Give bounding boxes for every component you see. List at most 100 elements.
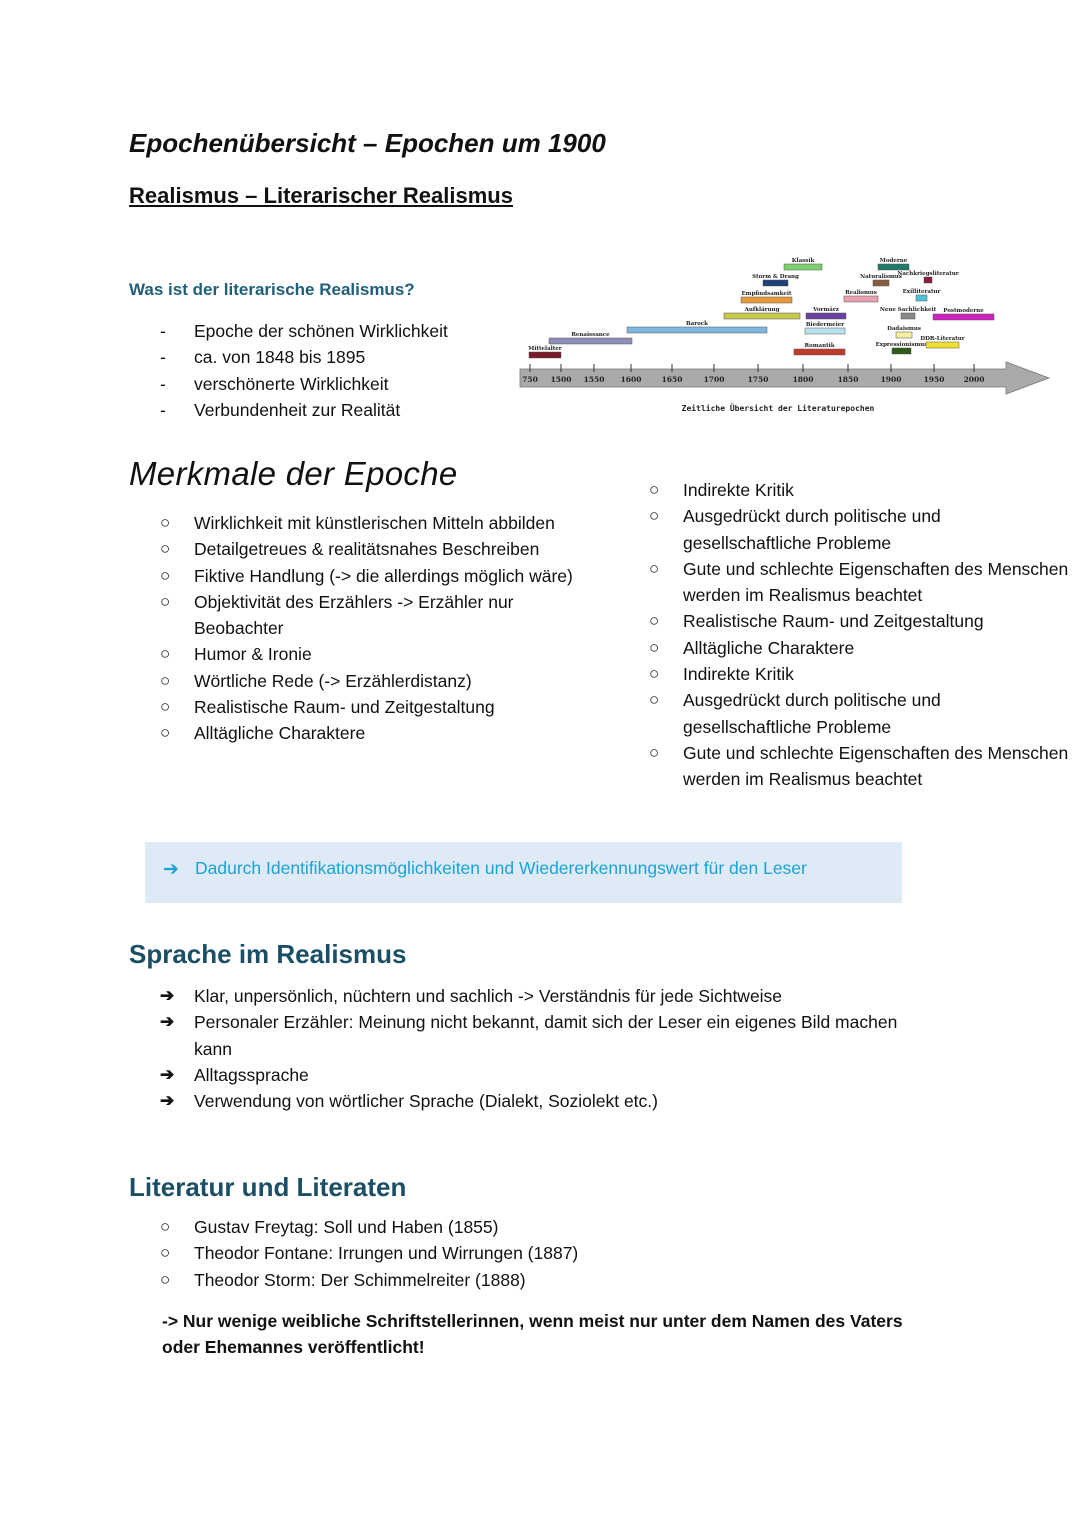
list-item: ○Alltägliche Charaktere: [649, 635, 1074, 661]
timeline-epoch-bar: [843, 295, 879, 303]
arrow-right-icon: ➔: [163, 859, 179, 880]
circle-bullet-icon: ○: [160, 644, 171, 664]
timeline-epoch-bar: [925, 341, 960, 349]
circle-bullet-icon: ○: [160, 670, 171, 690]
circle-bullet-icon: ○: [649, 664, 660, 684]
list-item: ○Gute und schlechte Eigenschaften des Me…: [649, 556, 1074, 609]
timeline-epoch-bar: [548, 337, 633, 345]
list-item: -ca. von 1848 bis 1895: [160, 347, 366, 368]
list-item: ○Wirklichkeit mit künstlerischen Mitteln…: [160, 510, 600, 536]
list-item: ○Ausgedrückt durch politische und gesell…: [649, 503, 1074, 556]
timeline-epoch-label: Exilliteratur: [903, 289, 941, 295]
timeline-tick-label: 1550: [584, 375, 605, 384]
callout-box: ➔ Dadurch Identifikationsmöglichkeiten u…: [145, 842, 902, 903]
literatur-heading: Literatur und Literaten: [129, 1172, 407, 1202]
timeline-epoch-bar: [783, 263, 823, 271]
circle-bullet-icon: ○: [649, 742, 660, 762]
timeline-epoch-bar: [762, 279, 789, 287]
circle-bullet-icon: ○: [649, 637, 660, 657]
timeline-epoch-label: Biedermeier: [806, 322, 844, 328]
list-item: ○Wörtliche Rede (-> Erzählerdistanz): [160, 668, 600, 694]
list-item: ○Realistische Raum- und Zeitgestaltung: [649, 608, 1074, 634]
list-item: ○Objektivität des Erzählers -> Erzähler …: [160, 589, 600, 642]
timeline-tick-label: 1650: [662, 375, 683, 384]
timeline-tick-label: 1700: [704, 375, 725, 384]
circle-bullet-icon: ○: [160, 591, 171, 611]
circle-bullet-icon: ○: [649, 558, 660, 578]
list-item: -Epoche der schönen Wirklichkeit: [160, 321, 448, 341]
circle-bullet-icon: ○: [160, 1243, 171, 1263]
timeline-epoch-bar: [900, 312, 916, 320]
sprache-heading: Sprache im Realismus: [129, 939, 407, 969]
timeline-epoch-label: Realismus: [845, 290, 877, 296]
timeline-epoch-label: Moderne: [880, 258, 908, 264]
timeline-tick-label: 1600: [621, 375, 642, 384]
circle-bullet-icon: ○: [160, 513, 171, 532]
callout-text: Dadurch Identifikationsmöglichkeiten und…: [195, 858, 807, 878]
timeline-tick-label: 1750: [748, 375, 769, 384]
timeline-epoch-bar: [923, 276, 933, 284]
timeline-epoch-label: Romantik: [804, 343, 834, 349]
circle-bullet-icon: ○: [160, 1217, 171, 1236]
timeline-epoch-label: Expressionismus: [876, 342, 928, 348]
circle-bullet-icon: ○: [649, 611, 660, 631]
timeline-epoch-label: Vormärz: [812, 306, 839, 313]
timeline-epoch-bar: [626, 326, 768, 334]
timeline-epoch-label: Neue Sachlichkeit: [880, 307, 937, 313]
list-item: ○Indirekte Kritik: [649, 661, 1074, 687]
circle-bullet-icon: ○: [160, 723, 171, 743]
arrow-right-icon: ➔: [160, 1012, 175, 1032]
timeline-epoch-label: Postmoderne: [943, 308, 984, 314]
epoch-timeline-figure: MittelalterRenaissanceBarockAufklärungEm…: [519, 258, 1051, 413]
timeline-epoch-label: Storm & Drang: [752, 274, 799, 280]
list-item: -verschönerte Wirklichkeit: [160, 373, 389, 394]
circle-bullet-icon: ○: [649, 506, 660, 526]
merkmale-list-right: ○Indirekte Kritik ○Ausgedrückt durch pol…: [649, 477, 1074, 793]
arrow-right-icon: ➔: [160, 986, 175, 1005]
timeline-epoch-bar: [895, 331, 913, 339]
list-item: ➔Personaler Erzähler: Meinung nicht beka…: [160, 1009, 920, 1062]
list-item: ○Ausgedrückt durch politische und gesell…: [649, 687, 1074, 740]
literatur-list: ○Gustav Freytag: Soll und Haben (1855) ○…: [160, 1214, 860, 1293]
circle-bullet-icon: ○: [160, 697, 171, 717]
list-item: ➔Klar, unpersönlich, nüchtern und sachli…: [160, 983, 920, 1009]
list-item: ○Theodor Fontane: Irrungen und Wirrungen…: [160, 1240, 860, 1266]
timeline-tick-label: 1850: [838, 375, 859, 384]
circle-bullet-icon: ○: [160, 1269, 171, 1289]
timeline-epoch-bar: [793, 348, 846, 356]
list-item: ○Gustav Freytag: Soll und Haben (1855): [160, 1214, 860, 1240]
list-item: -Verbundenheit zur Realität: [160, 399, 401, 420]
timeline-epoch-bar: [932, 313, 995, 321]
timeline-epoch-bar: [723, 312, 801, 320]
intro-question: Was ist der literarische Realismus?: [129, 280, 415, 299]
timeline-tick-label: 1950: [924, 375, 945, 384]
timeline-epoch-label: Naturalismus: [860, 274, 902, 280]
list-item: ➔Alltagssprache: [160, 1062, 920, 1088]
timeline-epoch-bar: [877, 263, 910, 271]
list-item: ○Theodor Storm: Der Schimmelreiter (1888…: [160, 1267, 860, 1293]
timeline-tick-label: 2000: [964, 375, 985, 384]
timeline-epoch-label: Mittelalter: [528, 346, 562, 352]
timeline-epoch-label: Klassik: [792, 258, 815, 264]
circle-bullet-icon: ○: [160, 539, 171, 559]
circle-bullet-icon: ○: [160, 565, 171, 585]
timeline-epoch-bar: [891, 347, 912, 355]
timeline-caption: Zeitliche Übersicht der Literaturepochen: [682, 403, 875, 413]
arrow-right-icon: ➔: [160, 1064, 175, 1084]
timeline-tick-label: 1500: [551, 375, 572, 384]
timeline-epoch-bar: [528, 351, 562, 359]
merkmale-heading: Merkmale der Epoche: [129, 455, 458, 492]
list-item: ○Gute und schlechte Eigenschaften des Me…: [649, 740, 1074, 793]
timeline-tick-label: 1900: [881, 375, 902, 384]
circle-bullet-icon: ○: [649, 480, 660, 499]
timeline-epoch-bar: [740, 296, 793, 304]
timeline-tick-label: 1800: [793, 375, 814, 384]
list-item: ○Humor & Ironie: [160, 641, 600, 667]
timeline-epoch-bar: [804, 327, 846, 335]
timeline-axis-arrow: [519, 361, 1051, 395]
list-item: ○Fiktive Handlung (-> die allerdings mög…: [160, 563, 600, 589]
arrow-right-icon: ➔: [160, 1091, 175, 1111]
list-item: ○Detailgetreues & realitätsnahes Beschre…: [160, 536, 600, 562]
timeline-epoch-label: Nachkriegsliteratur: [897, 271, 958, 277]
document-subtitle: Realismus – Literarischer Realismus: [129, 183, 513, 208]
